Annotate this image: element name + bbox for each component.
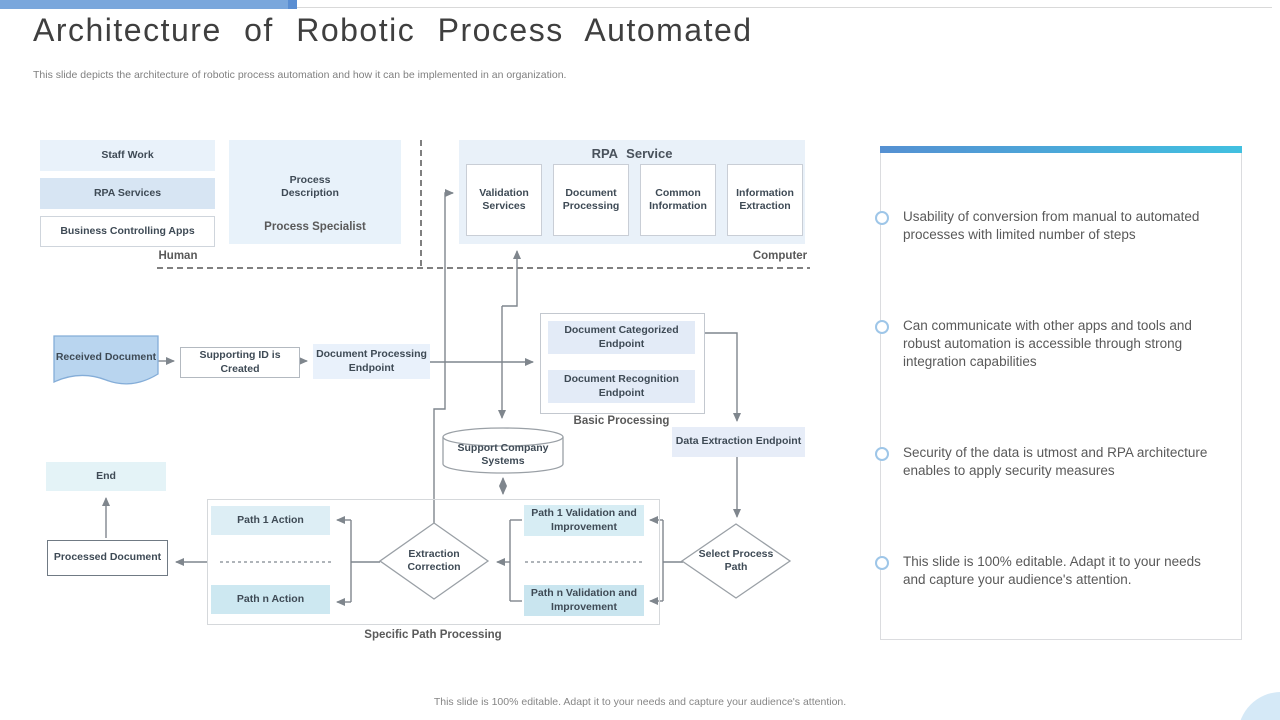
key-points-panel: Usability of conversion from manual to a… [875,146,1242,640]
bullet-circle-icon [875,211,889,225]
document-processing-box: Document Processing [553,164,629,236]
document-processing-endpoint-box: Document Processing Endpoint [313,344,430,379]
data-extraction-endpoint-box: Data Extraction Endpoint [672,427,805,457]
extraction-correction-diamond [378,522,490,600]
panel-accent-bar [880,146,1242,153]
common-information-box: Common Information [640,164,716,236]
page-subtitle: This slide depicts the architecture of r… [33,69,567,81]
connector-lines [102,189,741,606]
business-controlling-apps-box: Business Controlling Apps [40,216,215,247]
bullet-circle-icon [875,447,889,461]
path-1-action-box: Path 1 Action [211,506,330,535]
supporting-id-box: Supporting ID is Created [180,347,300,378]
key-point-text: Security of the data is utmost and RPA a… [903,445,1208,478]
path-n-action-box: Path n Action [211,585,330,614]
key-point-text: This slide is 100% editable. Adapt it to… [903,554,1201,587]
validation-services-box: Validation Services [466,164,542,236]
document-recognition-endpoint-box: Document Recognition Endpoint [548,370,695,403]
computer-lane-label: Computer [752,250,808,262]
specific-path-container [207,499,660,625]
rpa-services-box: RPA Services [40,178,215,209]
key-point-text: Usability of conversion from manual to a… [903,209,1200,242]
page-title: Architecture of Robotic Process Automate… [33,12,753,48]
process-specialist-label: Process Specialist [264,221,366,233]
received-document-shape [53,335,159,385]
process-description-label: Process Description [281,173,339,199]
support-company-systems-label: Support Company Systems [457,441,549,467]
slide-footer: This slide is 100% editable. Adapt it to… [433,696,847,708]
human-lane-label: Human [158,250,198,262]
select-process-path-label: Select Process Path [698,547,774,573]
select-process-path-diamond [680,523,792,599]
basic-processing-label: Basic Processing [573,415,670,427]
staff-work-box: Staff Work [40,140,215,171]
end-box: End [46,462,166,491]
received-document-label: Received Document [55,351,157,364]
bullet-circle-icon [875,320,889,334]
top-accent-bar-cap [288,0,297,9]
top-hairline [297,7,1272,8]
specific-path-label: Specific Path Processing [364,629,502,641]
extraction-correction-label: Extraction Correction [407,547,461,573]
document-categorized-endpoint-box: Document Categorized Endpoint [548,321,695,354]
rpa-service-title: RPA Service [591,146,673,161]
top-accent-bar [0,0,288,9]
processed-document-box: Processed Document [47,540,168,576]
key-point-text: Can communicate with other apps and tool… [903,318,1192,369]
process-specialist-panel [229,140,401,244]
information-extraction-box: Information Extraction [727,164,803,236]
path-1-validation-box: Path 1 Validation and Improvement [524,505,644,536]
rpa-service-panel: RPA Service Validation Services Document… [459,140,805,244]
bullet-circle-icon [875,556,889,570]
path-n-validation-box: Path n Validation and Improvement [524,585,644,616]
database-cylinder-shape [442,427,564,474]
